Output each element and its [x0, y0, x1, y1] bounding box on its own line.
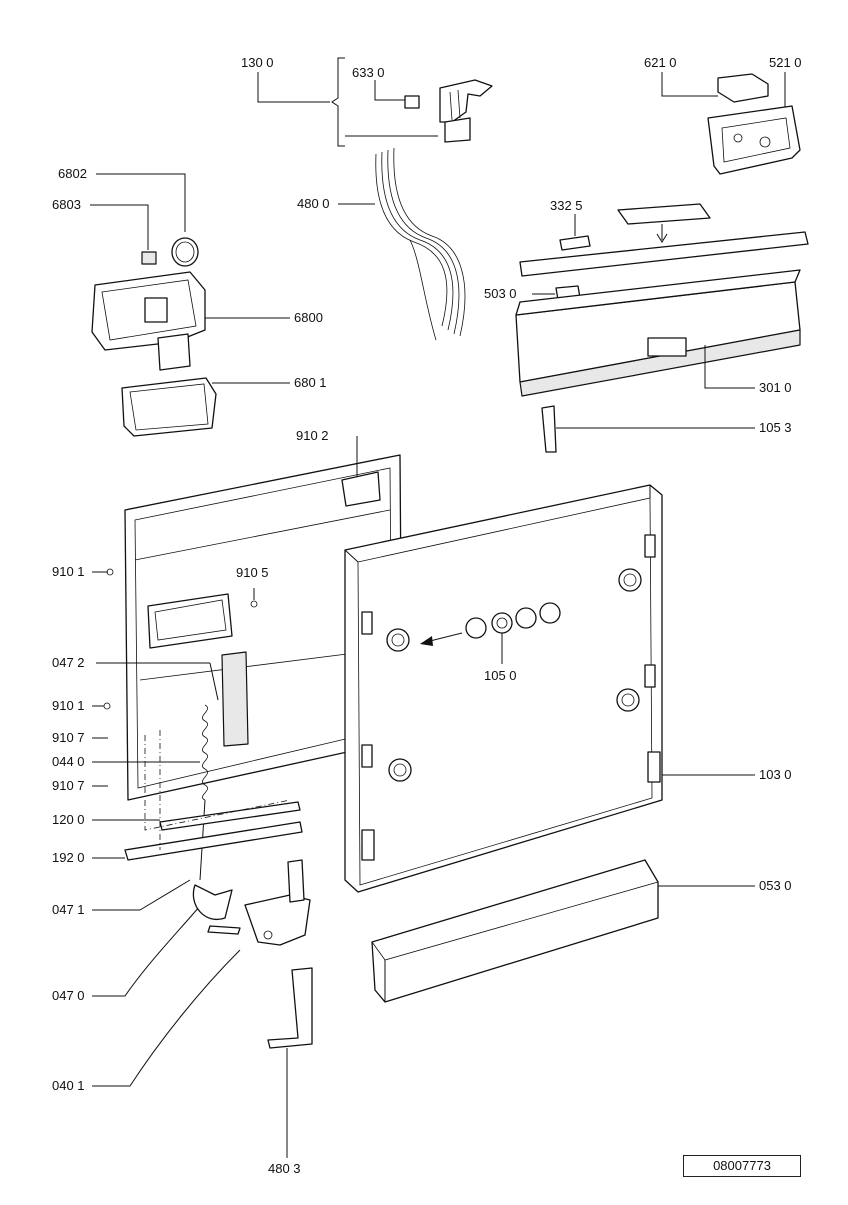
label-633-0: 633 0 — [352, 65, 385, 80]
leader-lines-left — [92, 568, 258, 1087]
label-047-1: 047 1 — [52, 902, 85, 917]
label-521-0: 521 0 — [769, 55, 802, 70]
label-301-0: 301 0 — [759, 380, 792, 395]
part-rails — [124, 730, 303, 861]
label-192-0: 192 0 — [52, 850, 85, 865]
label-6800: 6800 — [294, 310, 323, 325]
label-910-7-lower: 910 7 — [52, 778, 85, 793]
part-kickplate — [371, 859, 755, 1003]
label-480-0: 480 0 — [297, 196, 330, 211]
part-hinge — [192, 859, 311, 946]
part-control-panel — [515, 203, 809, 453]
label-680-1: 680 1 — [294, 375, 327, 390]
part-480-3-bracket — [267, 967, 313, 1158]
label-910-1-lower: 910 1 — [52, 698, 85, 713]
label-480-3: 480 3 — [268, 1161, 301, 1176]
label-040-1: 040 1 — [52, 1078, 85, 1093]
part-outer-door — [344, 484, 755, 893]
label-332-5: 332 5 — [550, 198, 583, 213]
label-047-2: 047 2 — [52, 655, 85, 670]
label-6802: 6802 — [58, 166, 87, 181]
label-910-2: 910 2 — [296, 428, 329, 443]
part-480-wiring — [338, 147, 466, 341]
label-621-0: 621 0 — [644, 55, 677, 70]
label-105-0: 105 0 — [484, 668, 517, 683]
label-105-3: 105 3 — [759, 420, 792, 435]
label-047-0: 047 0 — [52, 988, 85, 1003]
part-dispenser-group — [90, 173, 290, 437]
label-130-0: 130 0 — [241, 55, 274, 70]
label-910-1-upper: 910 1 — [52, 564, 85, 579]
label-103-0: 103 0 — [759, 767, 792, 782]
part-inner-door — [124, 436, 403, 801]
label-910-5: 910 5 — [236, 565, 269, 580]
part-electronic-module — [661, 72, 801, 175]
label-053-0: 053 0 — [759, 878, 792, 893]
label-120-0: 120 0 — [52, 812, 85, 827]
label-910-7-upper: 910 7 — [52, 730, 85, 745]
drawing-number-box: 08007773 — [683, 1155, 801, 1177]
label-044-0: 044 0 — [52, 754, 85, 769]
label-6803: 6803 — [52, 197, 81, 212]
label-503-0: 503 0 — [484, 286, 517, 301]
part-130-bracket-group — [257, 57, 493, 147]
